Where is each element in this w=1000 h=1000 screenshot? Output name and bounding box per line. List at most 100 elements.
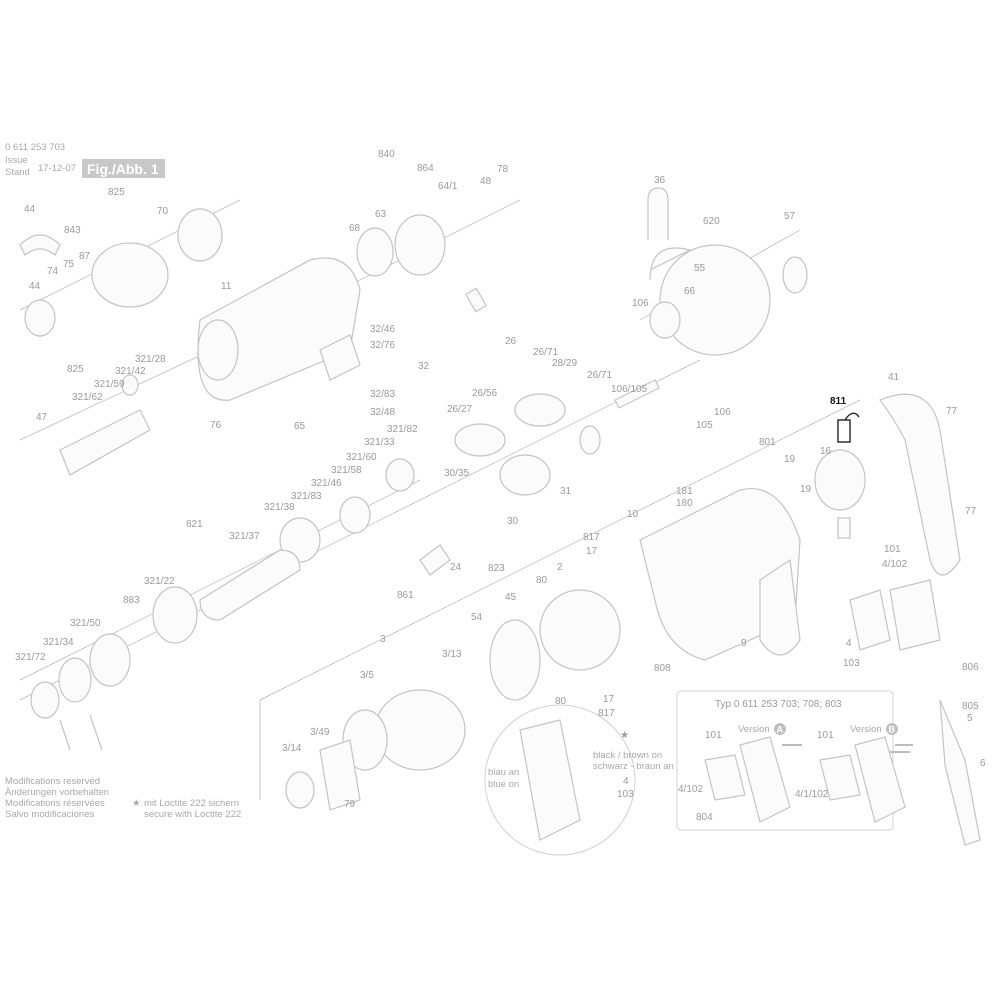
part-label: 36 bbox=[654, 175, 666, 186]
part-label: 3/5 bbox=[360, 670, 374, 681]
version-b-label: Version bbox=[850, 724, 882, 735]
version-a-letter: A bbox=[777, 725, 784, 735]
highlighted-part-label[interactable]: 811 bbox=[830, 396, 847, 407]
issue-date: 17-12-07 bbox=[38, 163, 76, 174]
part-label: 103 bbox=[843, 658, 860, 669]
part-label: 321/62 bbox=[72, 392, 103, 403]
version-b-4-1-102: 4/1/102 bbox=[795, 789, 829, 800]
part-label: 5 bbox=[967, 713, 973, 724]
blue-on-note: blue on bbox=[488, 779, 519, 790]
part-label: 105 bbox=[696, 420, 713, 431]
variant-box bbox=[676, 690, 894, 831]
part-label: 6 bbox=[980, 758, 986, 769]
version-a-804: 804 bbox=[696, 812, 713, 823]
part-label: 106 bbox=[632, 298, 649, 309]
part-label: 321/42 bbox=[115, 366, 146, 377]
version-a-101: 101 bbox=[705, 730, 722, 741]
part-label: 26/71 bbox=[587, 370, 612, 381]
part-label: 28/29 bbox=[552, 358, 577, 369]
part-label: 24 bbox=[450, 562, 462, 573]
part-label: 30/35 bbox=[444, 468, 469, 479]
part-label: 106 bbox=[714, 407, 731, 418]
version-a-label: Version bbox=[738, 724, 770, 735]
stand-label: Stand bbox=[5, 167, 30, 178]
part-label: 76 bbox=[210, 420, 222, 431]
part-label: 864 bbox=[417, 163, 434, 174]
part-label: 321/22 bbox=[144, 576, 175, 587]
part-label: 80 bbox=[536, 575, 548, 586]
part-label: 11 bbox=[221, 281, 232, 292]
part-label: 801 bbox=[759, 437, 776, 448]
part-label: 19 bbox=[784, 454, 796, 465]
highlighted-part-811 bbox=[837, 419, 851, 443]
part-label: 45 bbox=[505, 592, 517, 603]
version-a-4-102: 4/102 bbox=[678, 784, 703, 795]
part-label: 32/48 bbox=[370, 407, 395, 418]
note-de: Änderungen vorbehalten bbox=[5, 787, 109, 798]
part-label: 26/27 bbox=[447, 404, 472, 415]
callout-label-103: 103 bbox=[617, 789, 634, 800]
part-label: 79 bbox=[344, 799, 356, 810]
part-label: 321/83 bbox=[291, 491, 322, 502]
version-a-badge bbox=[774, 723, 786, 735]
part-label: 19 bbox=[800, 484, 812, 495]
part-label: 3/13 bbox=[442, 649, 462, 660]
part-label: 54 bbox=[471, 612, 483, 623]
part-label: 817 bbox=[583, 532, 600, 543]
part-label: 78 bbox=[497, 164, 509, 175]
part-label: 63 bbox=[375, 209, 387, 220]
callout-label-4: 4 bbox=[623, 776, 629, 787]
part-label: 77 bbox=[965, 506, 977, 517]
part-label: 17 bbox=[603, 694, 615, 705]
version-b-letter: B bbox=[889, 725, 896, 735]
part-label: 821 bbox=[186, 519, 203, 530]
version-b-101: 101 bbox=[817, 730, 834, 741]
issue-label: Issue bbox=[5, 155, 28, 166]
part-label: 44 bbox=[24, 204, 36, 215]
part-label: 321/46 bbox=[311, 478, 342, 489]
part-label: 3 bbox=[380, 634, 386, 645]
part-label: 4/102 bbox=[882, 559, 907, 570]
part-label: 805 bbox=[962, 701, 979, 712]
part-label: 77 bbox=[946, 406, 958, 417]
part-label: 825 bbox=[108, 187, 125, 198]
part-label: 26/71 bbox=[533, 347, 558, 358]
part-label: 4 bbox=[846, 638, 852, 649]
part-label: 80 bbox=[555, 696, 567, 707]
part-label: 843 bbox=[64, 225, 81, 236]
part-label: 321/59 bbox=[94, 379, 125, 390]
star-icon: ★ bbox=[132, 798, 141, 809]
variant-title: Typ 0 611 253 703; 708; 803 bbox=[715, 699, 842, 710]
part-number: 0 611 253 703 bbox=[5, 142, 65, 153]
part-label: 26/56 bbox=[472, 388, 497, 399]
part-label: 32 bbox=[418, 361, 430, 372]
part-label: 808 bbox=[654, 663, 671, 674]
loctite-de: mit Loctite 222 sichern bbox=[144, 798, 239, 809]
part-label: 2 bbox=[557, 562, 563, 573]
part-label: 64/1 bbox=[438, 181, 458, 192]
part-label: 321/50 bbox=[70, 618, 101, 629]
part-label: 65 bbox=[294, 421, 306, 432]
figure-title-box bbox=[82, 159, 165, 178]
part-label: 9 bbox=[741, 638, 747, 649]
part-label: 3/14 bbox=[282, 743, 302, 754]
part-label: 321/33 bbox=[364, 437, 395, 448]
part-label: 32/76 bbox=[370, 340, 395, 351]
loctite-en: secure with Loctite 222 bbox=[144, 809, 241, 820]
black-brown-note: black / brown on bbox=[593, 750, 662, 761]
blau-an-note: blau an bbox=[488, 767, 519, 778]
part-label: 70 bbox=[157, 206, 169, 217]
part-label: 321/58 bbox=[331, 465, 362, 476]
parts bbox=[19, 187, 981, 856]
part-label: 106/105 bbox=[611, 384, 648, 395]
part-label: 75 bbox=[63, 259, 75, 270]
part-label: 321/60 bbox=[346, 452, 377, 463]
part-label: 26 bbox=[505, 336, 517, 347]
part-label: 321/72 bbox=[15, 652, 46, 663]
part-label: 620 bbox=[703, 216, 720, 227]
part-label: 17 bbox=[586, 546, 598, 557]
part-label: 321/37 bbox=[229, 531, 260, 542]
part-label: 840 bbox=[378, 149, 395, 160]
